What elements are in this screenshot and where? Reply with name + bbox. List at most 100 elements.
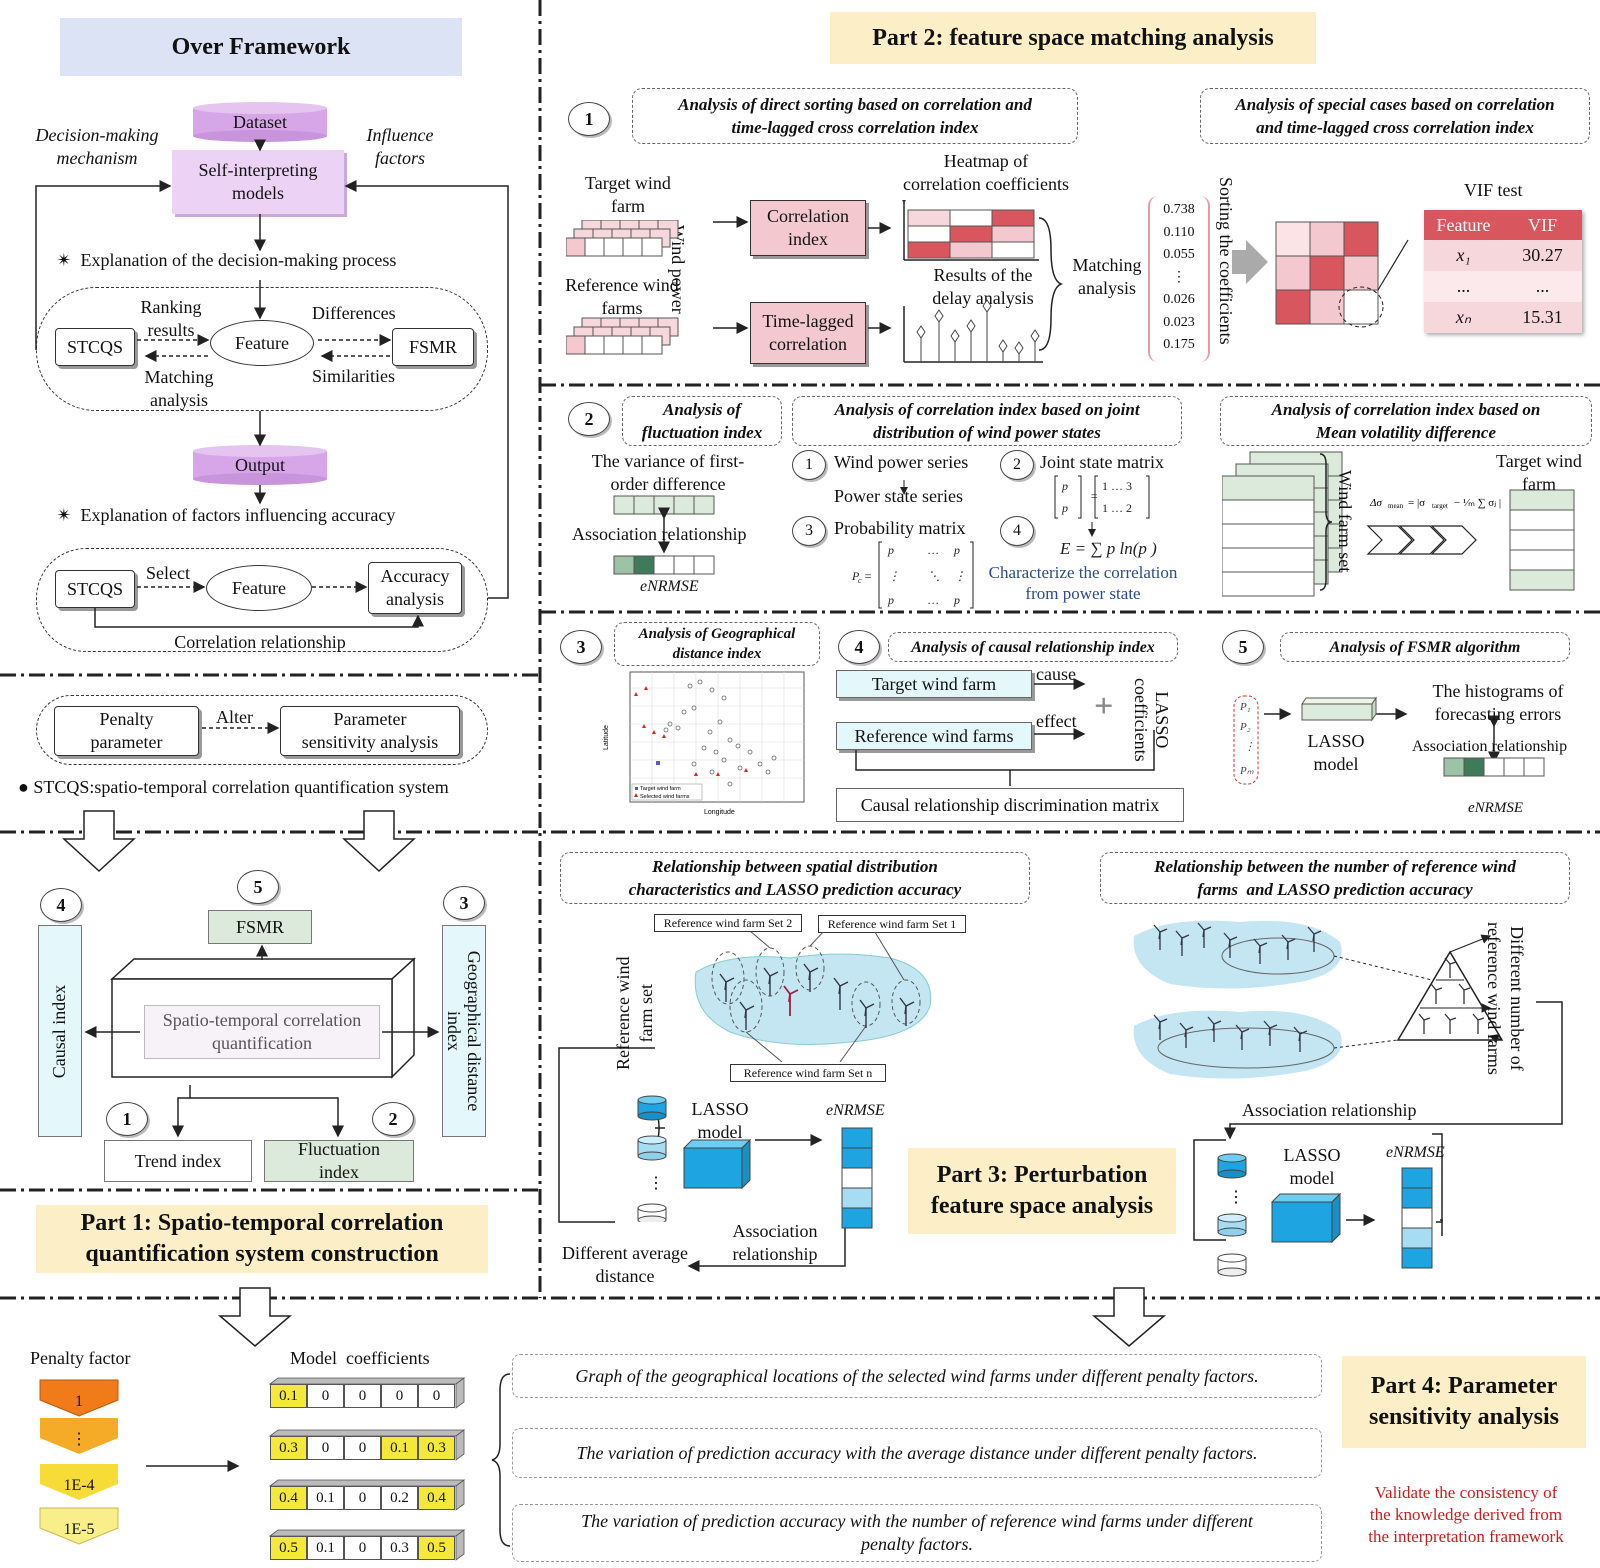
coeff-value: 0.023 (1163, 314, 1195, 330)
accuracy-analysis-box: Accuracy analysis (368, 562, 462, 614)
power-state-series-label: Power state series (834, 486, 963, 506)
fsmr-box-2: FSMR (208, 910, 312, 944)
vif-cell: 15.31 (1522, 307, 1563, 327)
fsmr-box-1: FSMR (392, 328, 474, 366)
coeff-cell: 0.3 (270, 1436, 307, 1460)
explanation-1: ✴ Explanation of the decision-making pro… (52, 250, 396, 271)
vif-table: Feature VIF x₁ 30.27 ... ... xₙ 15.31 (1424, 210, 1582, 333)
sentence-2: The variation of prediction accuracy wit… (512, 1428, 1322, 1478)
num-circle-4-left: 4 (40, 888, 82, 922)
characterize-label: Characterize the correlation from power … (988, 563, 1178, 603)
chevron-label: 1 (75, 1393, 83, 1410)
vif-cell: x₁ (1456, 245, 1471, 265)
num-circle-p2-4: 4 (838, 630, 880, 664)
coeff-cell: 0.1 (307, 1536, 344, 1560)
svg-text:⋱: ⋱ (928, 569, 940, 583)
coeff-cell: 0.5 (270, 1536, 307, 1560)
explanation-2: ✴ Explanation of factors influencing acc… (52, 505, 395, 526)
enrmse-label-p3a: eNRMSE (826, 1102, 885, 1119)
s1-special-cases-title: Analysis of special cases based on corre… (1200, 88, 1590, 144)
lasso-model-label-p3a: LASSO model (691, 1099, 749, 1142)
p3-left-cylinders: ⋮ (637, 1095, 752, 1222)
probability-matrix-label: Probability matrix (834, 518, 966, 538)
num-circle-1-bottom: 1 (106, 1102, 148, 1136)
target-wind-farm-label: Target wind farm (585, 173, 671, 216)
svg-text:P: P (851, 569, 860, 583)
svg-text:1 … 2: 1 … 2 (1102, 501, 1132, 515)
coeff-cell: 0.5 (418, 1536, 455, 1560)
svg-text:⋮: ⋮ (954, 569, 966, 583)
s2-joint-title: Analysis of correlation index based on j… (792, 396, 1182, 446)
coeff-cell: 0 (418, 1384, 455, 1408)
coeff-cell: 0.1 (307, 1486, 344, 1510)
coeff-value: 0.175 (1163, 337, 1195, 352)
wind-data-stacks (566, 220, 679, 355)
svg-text:Δσ: Δσ (1369, 497, 1382, 509)
stcq-inner-box: Spatio-temporal correlation quantificati… (144, 1005, 380, 1059)
penalty-container (36, 695, 488, 765)
enrmse-label-s5: eNRMSE (1468, 800, 1523, 816)
svg-text:c: c (858, 576, 862, 585)
dataset-label: Dataset (233, 112, 287, 132)
correlation-relationship-label: Correlation relationship (174, 632, 346, 652)
fluctuation-index-box: Fluctuation index (264, 1139, 414, 1182)
geo-xlabel: Longitude (704, 809, 735, 816)
chevron-label: 1E-5 (63, 1521, 94, 1538)
geo-legend-target: Target wind farm (640, 786, 681, 792)
p3-right-cylinders: ⋮ (1217, 1153, 1342, 1277)
svg-text:⋮: ⋮ (1244, 741, 1255, 753)
svg-text:…: … (928, 593, 939, 607)
wind-farm-set-label: Wind farm set (1335, 470, 1355, 573)
p3-spatial-title: Relationship between spatial distributio… (560, 852, 1030, 904)
geo-legend-selected: Selected wind farms (640, 794, 690, 800)
penalty-factor-label: Penalty factor (30, 1348, 131, 1368)
wind-power-series-label: Wind power series (834, 452, 969, 472)
similarities-label: Similarities (312, 366, 395, 386)
svg-text:Pₘ: Pₘ (1239, 765, 1254, 777)
svg-text:=: = (1090, 489, 1098, 503)
part1-lower-arrows (84, 944, 440, 1138)
alter-label: Alter (216, 707, 253, 727)
s4-causal-title: Analysis of causal relationship index (888, 632, 1178, 662)
coeff-cell: 0.3 (418, 1436, 455, 1460)
model-coefficients-label: Model coefficients (290, 1348, 430, 1368)
causal-arrows (855, 678, 1155, 786)
geo-distance-index-box: Geographical distance index (442, 925, 486, 1137)
vif-cell: xₙ (1455, 307, 1472, 327)
s2-mean-title: Analysis of correlation index based on M… (1220, 396, 1592, 446)
coeff-cell: 0.1 (381, 1436, 418, 1460)
vif-matrix (1232, 221, 1409, 328)
svg-text:mean: mean (1388, 502, 1404, 510)
p3-right-arrows (1193, 1001, 1563, 1241)
svg-text:target: target (1432, 502, 1448, 510)
effect-label: effect (1036, 711, 1077, 731)
num-circle-p2-5: 5 (1222, 630, 1264, 664)
svg-text:= |σ: = |σ (1408, 497, 1425, 509)
coeff-cell: 0 (381, 1384, 418, 1408)
bullet-icon: ● (18, 777, 34, 797)
num-circle-3-right: 3 (443, 886, 485, 920)
coeff-cell: 0.3 (381, 1536, 418, 1560)
star-icon-2: ✴ (56, 505, 72, 525)
correlation-index-box: Correlation index (750, 200, 866, 256)
coeff-value: 0.110 (1163, 224, 1195, 240)
down-arrows-part1 (62, 810, 416, 873)
part3-title: Part 3: Perturbation feature space analy… (908, 1148, 1176, 1234)
explanation-1-text: Explanation of the decision-making proce… (80, 250, 397, 270)
num-circle-2-bottom: 2 (372, 1102, 414, 1136)
target-wind-farm-label-2: Target wind farm (1496, 451, 1582, 494)
vif-cell: ... (1535, 276, 1550, 296)
wind-farm-set-stacks: Δσ mean = |σ target − ¹⁄ₘ ∑ σⱼ | (1222, 451, 1575, 597)
chevron-label: 1E-4 (63, 1477, 94, 1494)
p3-number-title: Relationship between the number of refer… (1100, 852, 1570, 904)
output-cylinder (193, 445, 327, 485)
vif-cell: 30.27 (1522, 245, 1563, 265)
plus-icon: + (1094, 688, 1114, 725)
svg-text:P₂: P₂ (1239, 721, 1251, 733)
fluctuation-cells (613, 495, 715, 575)
matching-label: Matching analysis (1072, 255, 1142, 298)
heatmap-label: Heatmap of correlation coefficients (902, 151, 1070, 194)
